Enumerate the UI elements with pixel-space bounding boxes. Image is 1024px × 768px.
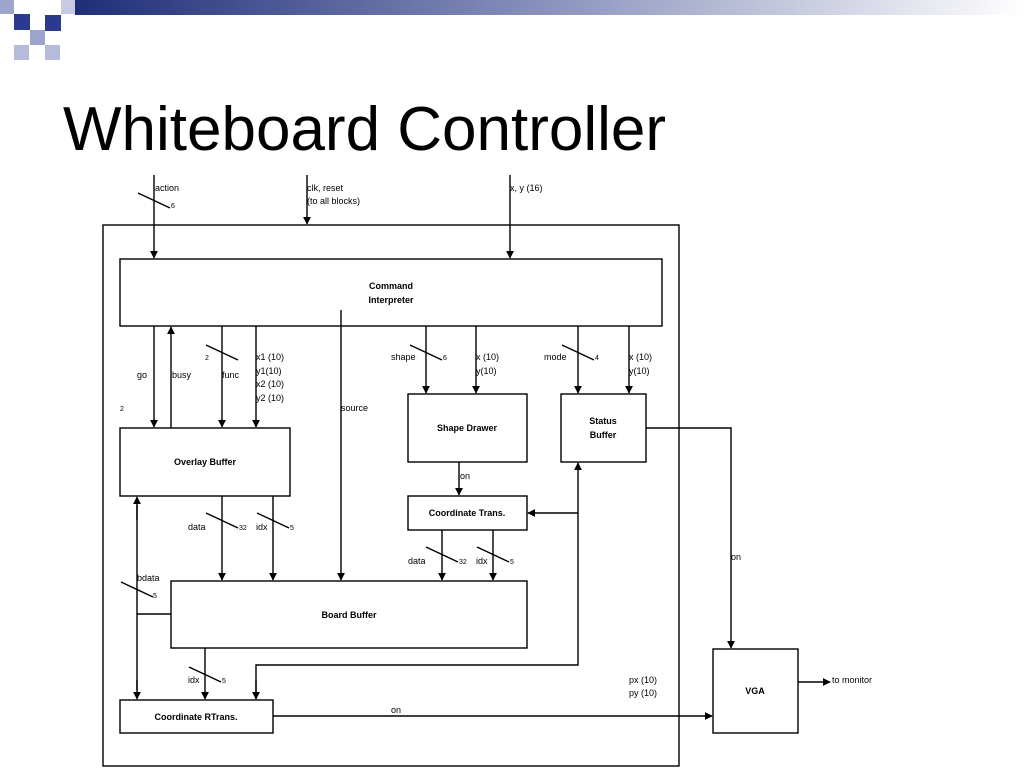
go-width-label: 2	[120, 406, 124, 413]
mode-width-label: 4	[595, 355, 599, 362]
header-banner	[0, 0, 1024, 60]
ct-data-label: data	[408, 556, 426, 566]
status-to-vga-line	[646, 427, 735, 649]
banner-square	[30, 30, 45, 45]
py-label: py (10)	[629, 688, 657, 698]
func-width-label: 2	[205, 355, 209, 362]
coordinate-rtrans-label: Coordinate RTrans.	[154, 712, 237, 722]
go-label: go	[137, 370, 147, 380]
ct-data-slash	[425, 546, 459, 563]
slide-title: Whiteboard Controller	[63, 95, 667, 164]
ob-data-slash	[205, 512, 239, 529]
action-slash	[137, 192, 171, 209]
sb-x-label: x (10)	[629, 352, 652, 362]
overlay-buffer-label: Overlay Buffer	[174, 457, 237, 467]
coordinate-trans-block	[407, 495, 528, 531]
ob-data-label: data	[188, 522, 206, 532]
x2-label: x2 (10)	[256, 379, 284, 389]
controller-boundary	[102, 224, 680, 767]
ob-idx-slash	[256, 512, 290, 529]
status-buffer-label: Buffer	[590, 430, 617, 440]
x1-label: x1 (10)	[256, 352, 284, 362]
mode-slash	[561, 344, 595, 361]
rtrans-on-label: on	[391, 705, 401, 715]
shape-drawer-block	[407, 393, 528, 463]
ct-data-width-label: 32	[459, 559, 467, 566]
shape-drawer-label: Shape Drawer	[437, 423, 498, 433]
banner-square	[45, 45, 60, 60]
banner-square	[0, 0, 14, 14]
status-on-label: on	[731, 552, 741, 562]
to-monitor-label: to monitor	[832, 675, 872, 685]
shape-width-label: 6	[443, 355, 447, 362]
ct-idx-label: idx	[476, 556, 488, 566]
bb-idx-width-label: 5	[222, 678, 226, 685]
bdata-width-label: 5	[153, 593, 157, 600]
bb-idx-label: idx	[188, 675, 200, 685]
action-label: action	[155, 183, 179, 193]
command-interpreter-block	[119, 258, 663, 327]
action-width-label: 6	[171, 203, 175, 210]
xy-in-label: x, y (16)	[510, 183, 543, 193]
status-buffer-label: Status	[589, 416, 617, 426]
busy-label: busy	[172, 370, 192, 380]
vga-label: VGA	[745, 686, 765, 696]
banner-square	[45, 15, 61, 31]
y2-label: y2 (10)	[256, 393, 284, 403]
vga-block	[712, 648, 799, 734]
banner-square	[14, 45, 29, 60]
coordinate-trans-label: Coordinate Trans.	[429, 508, 506, 518]
px-label: px (10)	[629, 675, 657, 685]
banner-square	[14, 14, 30, 30]
shape-label: shape	[391, 352, 416, 362]
overlay-buffer-block	[119, 427, 291, 497]
board-buffer-label: Board Buffer	[321, 610, 376, 620]
command-interpreter-label: Interpreter	[368, 295, 414, 305]
banner-stripe	[75, 0, 1024, 15]
ob-data-width-label: 32	[239, 525, 247, 532]
shape-slash	[409, 344, 443, 361]
func-label: func	[222, 370, 240, 380]
sd-y-label: y(10)	[476, 366, 497, 376]
sd-x-label: x (10)	[476, 352, 499, 362]
y1-label: y1(10)	[256, 366, 282, 376]
banner-square	[61, 0, 75, 14]
sd-on-label: on	[460, 471, 470, 481]
ob-idx-label: idx	[256, 522, 268, 532]
clk-reset-label: clk, reset	[307, 183, 344, 193]
bdata-slash	[120, 581, 154, 598]
bdata-label: bdata	[137, 573, 160, 583]
mode-label: mode	[544, 352, 567, 362]
ob-idx-width-label: 5	[290, 525, 294, 532]
to-all-blocks-label: (to all blocks)	[307, 196, 360, 206]
func-slash	[205, 344, 239, 361]
sb-y-label: y(10)	[629, 366, 650, 376]
bb-idx-slash	[188, 666, 222, 683]
ct-idx-slash	[476, 546, 510, 563]
status-buffer-block	[560, 393, 647, 463]
ct-idx-width-label: 5	[510, 559, 514, 566]
source-label: source	[341, 403, 368, 413]
command-interpreter-label: Command	[369, 281, 413, 291]
